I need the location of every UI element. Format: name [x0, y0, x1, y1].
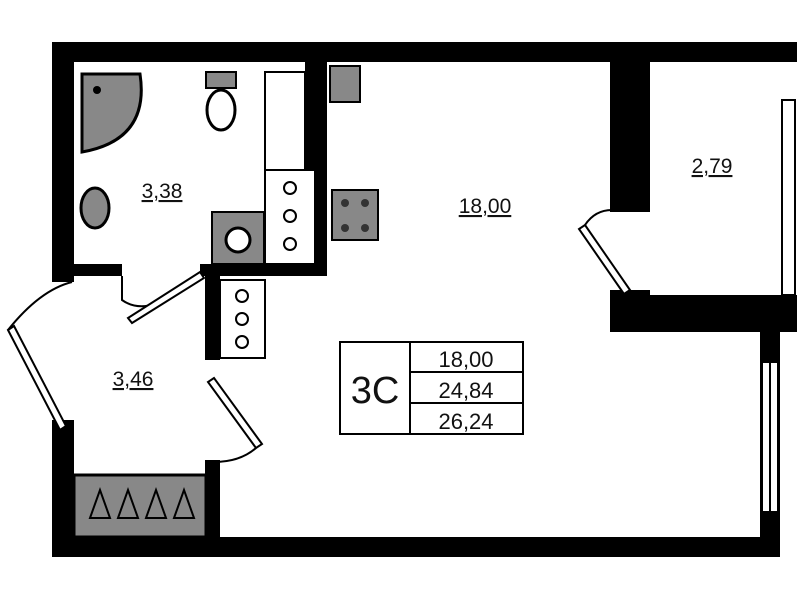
total-area: 24,84 [438, 378, 493, 403]
room-area-balcony: 2,79 [692, 155, 733, 178]
room-area-hallway: 3,46 [113, 368, 154, 391]
stove-icon [331, 189, 379, 241]
toilet-icon [205, 71, 237, 89]
kitchen-sink-icon [329, 65, 361, 103]
living-area: 18,00 [438, 347, 493, 372]
room-area-living: 18,00 [459, 195, 512, 218]
total-area-with-balcony: 26,24 [438, 409, 493, 434]
windows [761, 99, 796, 513]
sink-icon [79, 186, 111, 230]
room-area-bathroom: 3,38 [142, 180, 183, 203]
fixtures [72, 65, 379, 539]
apartment-type: 3С [351, 370, 400, 412]
summary-table [339, 341, 524, 435]
shower-icon [80, 72, 143, 154]
walls [52, 42, 797, 557]
doors [6, 209, 632, 463]
wardrobe-icon [72, 473, 208, 539]
